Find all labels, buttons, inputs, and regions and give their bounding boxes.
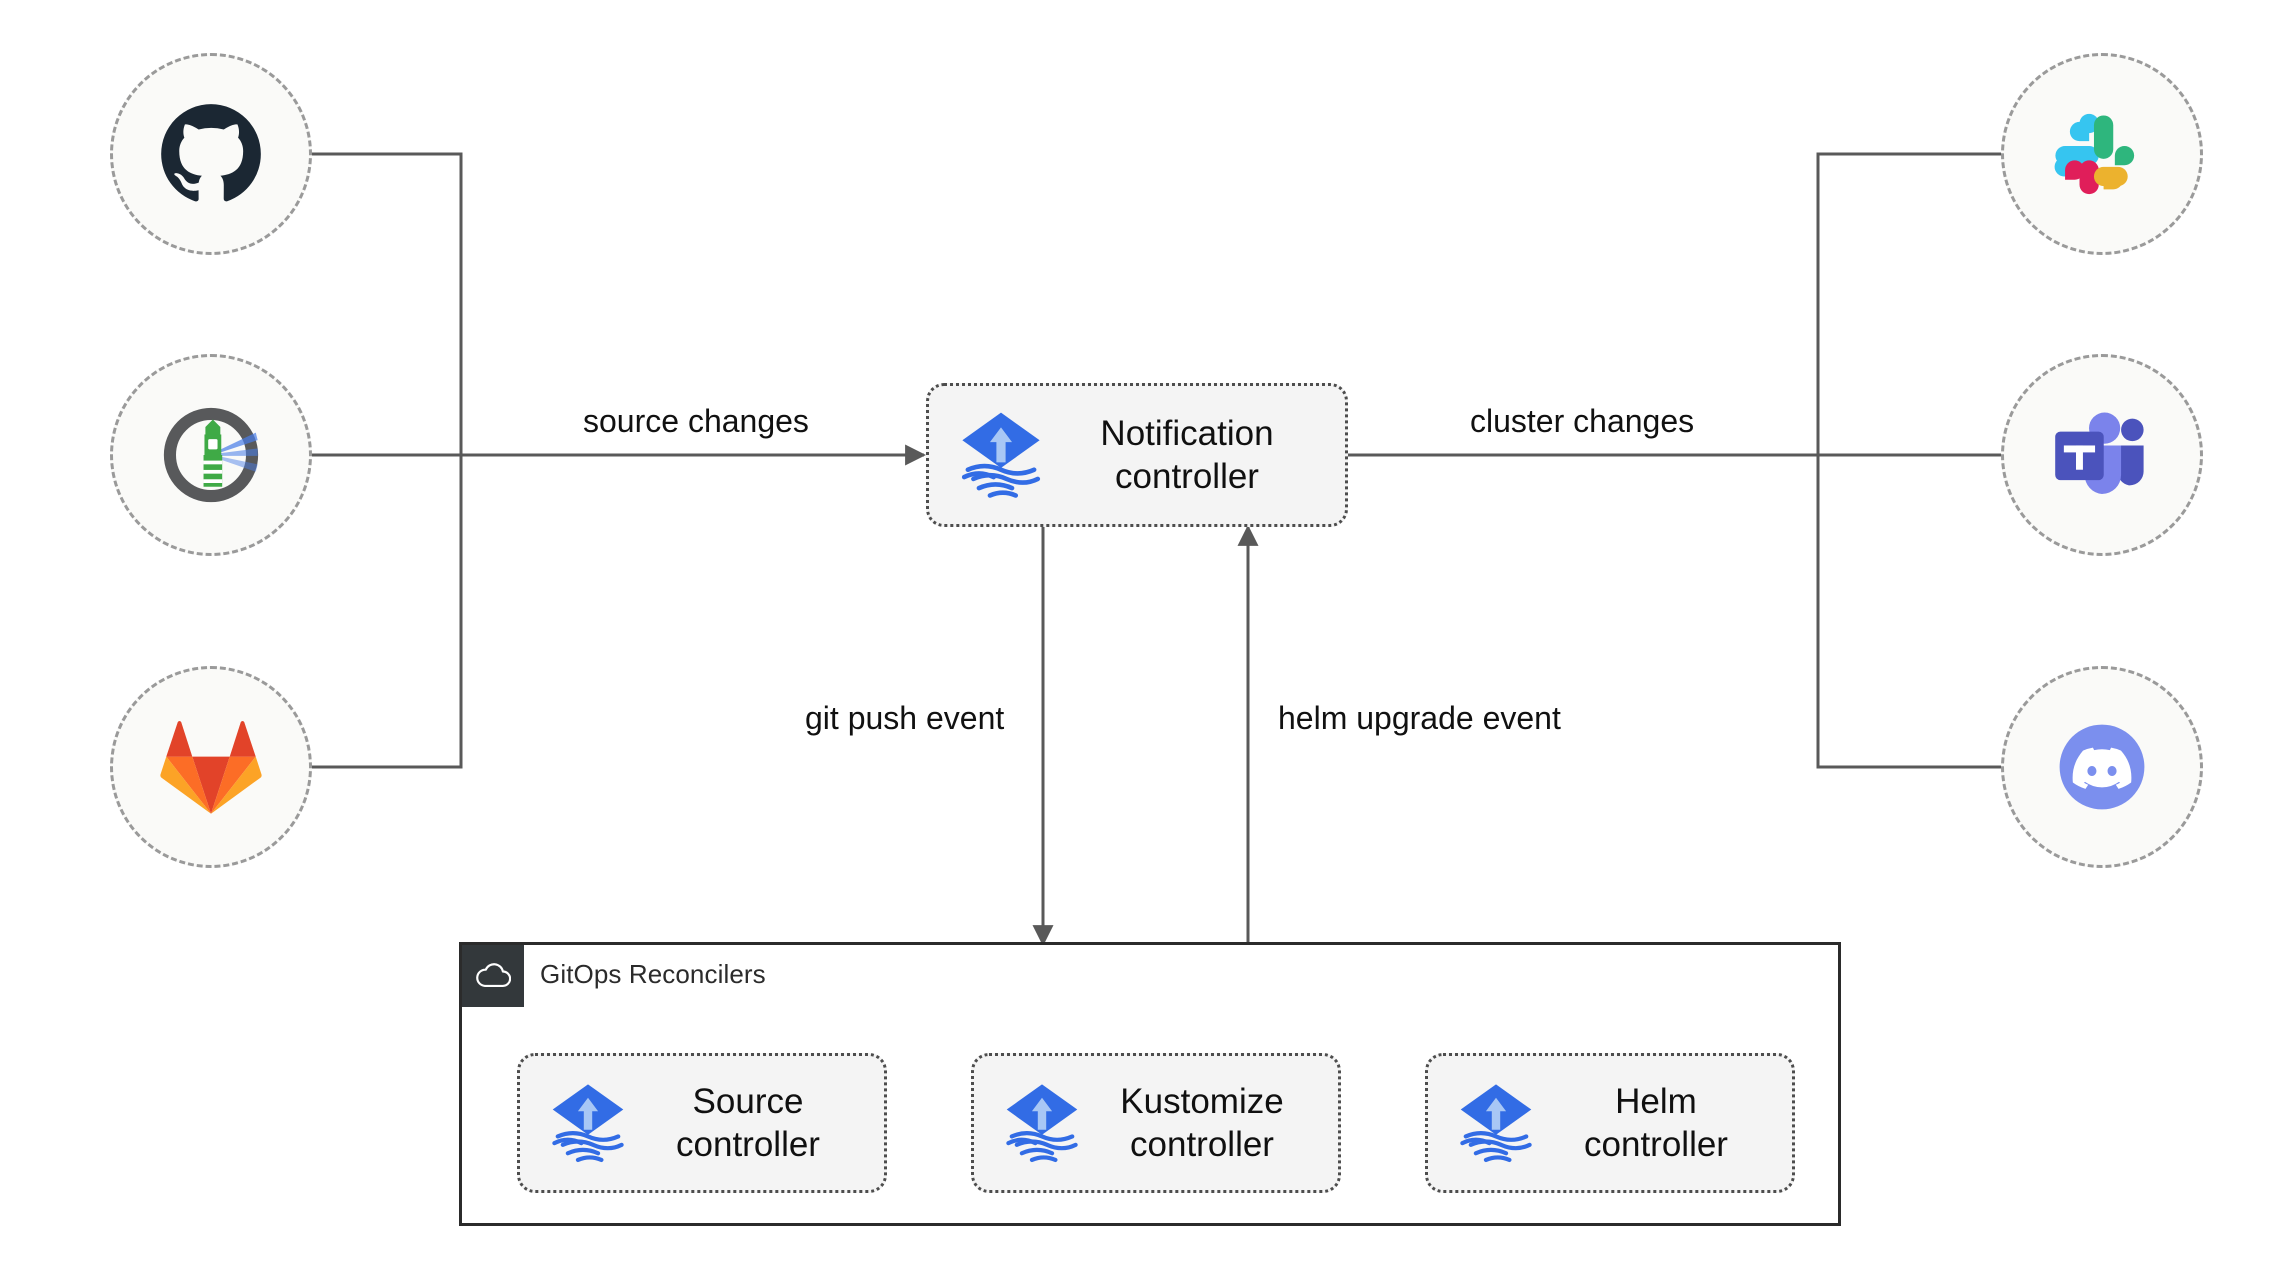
group-gitops-reconcilers: GitOps Reconcilers Source controller [459, 942, 1841, 1226]
group-title: GitOps Reconcilers [540, 959, 766, 989]
controller-label-helm: Helm controller [1584, 1081, 1728, 1164]
cloud-icon [476, 963, 511, 987]
source-node-github[interactable] [110, 53, 312, 255]
teams-icon [2055, 412, 2144, 494]
source-node-harbor[interactable] [110, 354, 312, 556]
controller-label-source: Source controller [676, 1081, 820, 1164]
controller-card-source[interactable]: Source controller [517, 1053, 887, 1193]
harbor-icon [163, 407, 259, 503]
edge-label-git-push-event: git push event [795, 700, 1015, 737]
flux-icon [1460, 1084, 1532, 1163]
edge-label-helm-upgrade-event: helm upgrade event [1268, 700, 1571, 737]
flux-icon [552, 1084, 624, 1163]
github-icon [161, 104, 261, 202]
controller-label-kustomize: Kustomize controller [1120, 1081, 1284, 1164]
edge-label-source-changes: source changes [573, 403, 819, 440]
flux-icon [961, 412, 1041, 498]
slack-icon [2054, 113, 2135, 195]
edge-label-cluster-changes: cluster changes [1460, 403, 1705, 440]
controller-card-helm[interactable]: Helm controller [1425, 1053, 1795, 1193]
target-node-teams[interactable] [2001, 354, 2203, 556]
flux-icon [1006, 1084, 1078, 1163]
controller-card-notification[interactable]: Notification controller [926, 383, 1348, 527]
target-node-slack[interactable] [2001, 53, 2203, 255]
discord-icon [2059, 724, 2145, 810]
controller-label-notification: Notification controller [1100, 413, 1274, 496]
group-tab [462, 945, 524, 1007]
target-node-discord[interactable] [2001, 666, 2203, 868]
source-node-gitlab[interactable] [110, 666, 312, 868]
gitlab-icon [160, 721, 262, 814]
controller-card-kustomize[interactable]: Kustomize controller [971, 1053, 1341, 1193]
